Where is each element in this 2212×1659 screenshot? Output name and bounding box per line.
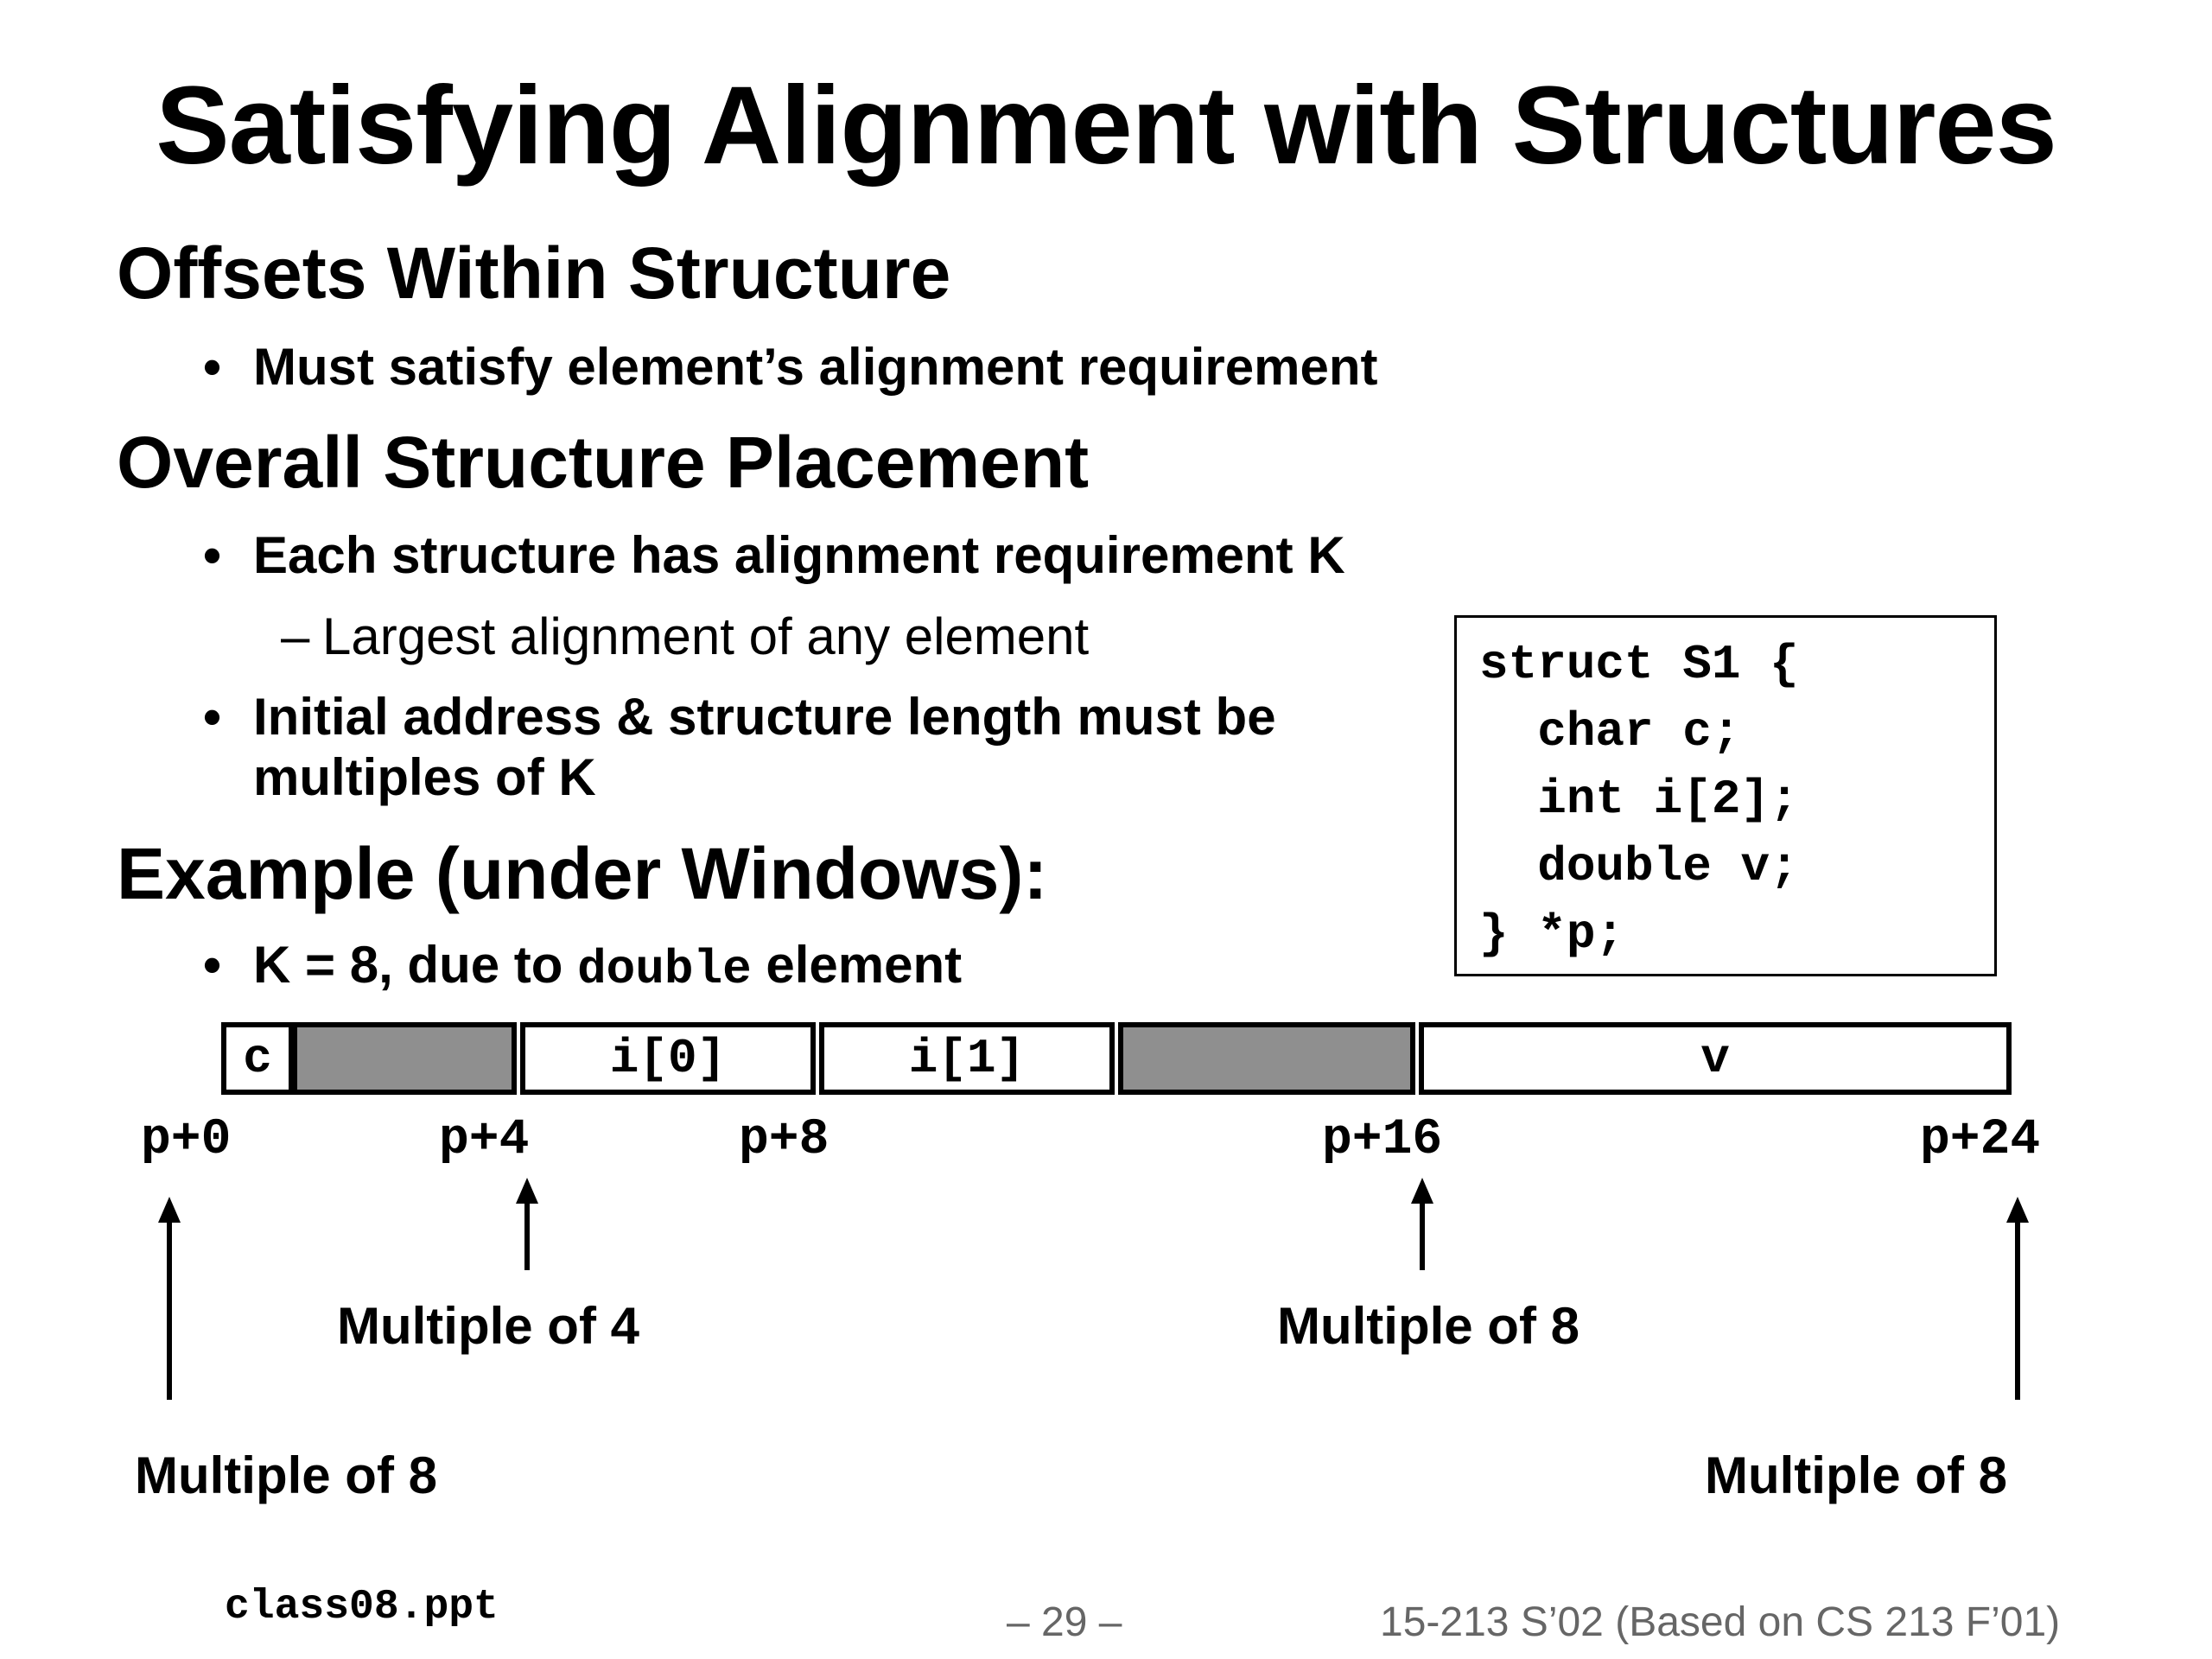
bullet-placement-2-line2: multiples of K	[253, 748, 596, 806]
code-line: struct S1 {	[1479, 637, 1799, 692]
address-p8: p+8	[739, 1112, 830, 1168]
code-line: double v;	[1479, 839, 1799, 894]
bullet-example-suffix: element	[751, 936, 963, 994]
code-line: char c;	[1479, 704, 1741, 760]
bullet-glyph: •	[203, 338, 222, 396]
annotation-multiple-of-8-p24: Multiple of 8	[1705, 1446, 2007, 1504]
mem-cell-c: c	[221, 1022, 294, 1095]
annotation-multiple-of-4: Multiple of 4	[337, 1297, 639, 1355]
slide-title: Satisfying Alignment with Structures	[156, 64, 2057, 188]
section-heading-example: Example (under Windows):	[117, 833, 1048, 914]
section-heading-offsets: Offsets Within Structure	[117, 232, 951, 314]
bullet-glyph: •	[203, 688, 222, 746]
bullet-glyph: •	[203, 526, 222, 584]
code-line: } *p;	[1479, 906, 1625, 962]
footer-filename: class08.ppt	[225, 1584, 499, 1630]
bullet-example-code: double	[577, 942, 752, 997]
code-box: struct S1 { char c; int i[2]; double v; …	[1454, 615, 1997, 976]
bullet-example-prefix: K = 8, due to	[253, 936, 578, 994]
mem-cell-i0: i[0]	[520, 1022, 816, 1095]
address-p24: p+24	[1920, 1112, 2041, 1168]
mem-cell-i1: i[1]	[819, 1022, 1115, 1095]
code-line: int i[2];	[1479, 772, 1799, 827]
mem-cell-padding	[292, 1022, 517, 1095]
bullet-example: K = 8, due to double element	[253, 935, 962, 997]
mem-cell-v: v	[1419, 1022, 2012, 1095]
subbullet-dash: –	[281, 607, 310, 665]
annotation-multiple-of-8-p0: Multiple of 8	[135, 1446, 437, 1504]
address-p4: p+4	[439, 1112, 530, 1168]
subbullet-largest-alignment: Largest alignment of any element	[322, 607, 1090, 665]
bullet-glyph: •	[203, 936, 222, 994]
mem-cell-padding	[1118, 1022, 1415, 1095]
address-p0: p+0	[141, 1112, 232, 1168]
footer-page-number: – 29 –	[1007, 1599, 1122, 1645]
annotation-multiple-of-8-p16: Multiple of 8	[1277, 1297, 1580, 1355]
section-heading-placement: Overall Structure Placement	[117, 422, 1090, 503]
address-p16: p+16	[1322, 1112, 1443, 1168]
bullet-offsets-1: Must satisfy element’s alignment require…	[253, 338, 1378, 396]
footer-course: 15-213 S’02 (Based on CS 213 F’01)	[1380, 1599, 2061, 1645]
bullet-placement-2-line1: Initial address & structure length must …	[253, 688, 1276, 746]
bullet-placement-1: Each structure has alignment requirement…	[253, 526, 1345, 584]
